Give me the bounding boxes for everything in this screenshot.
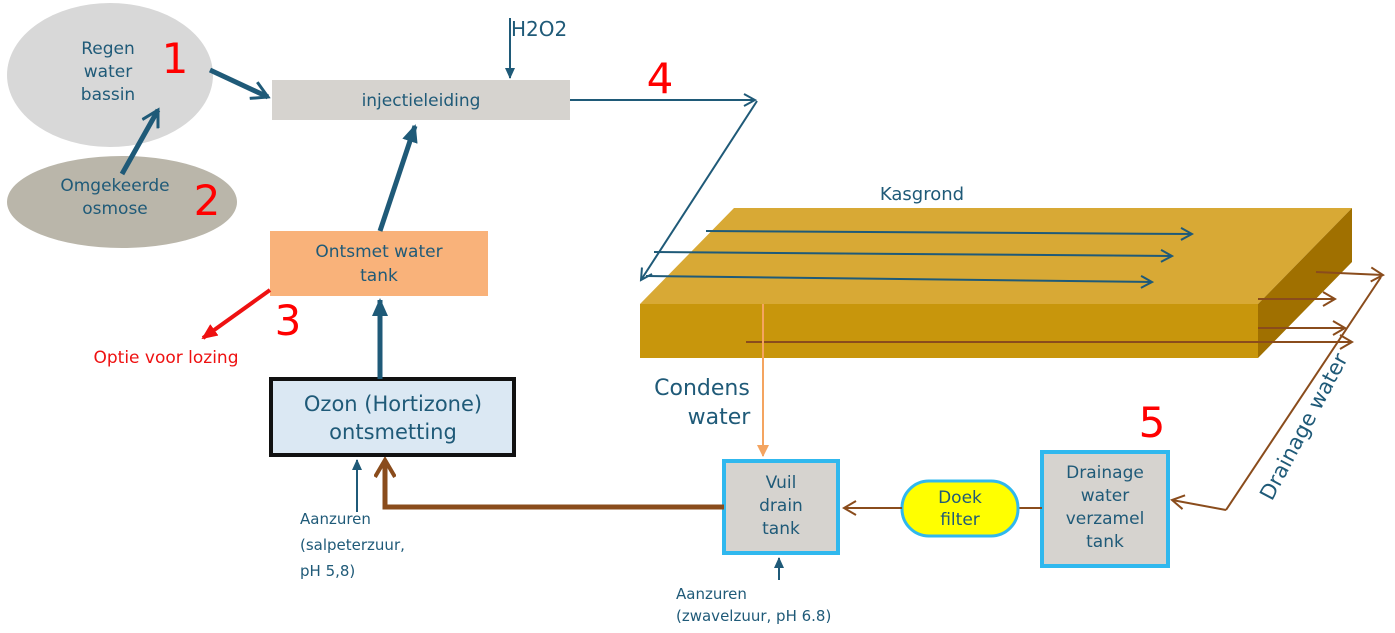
soil-pipe-arrow-1 bbox=[705, 231, 1192, 234]
ozone-label-2: ontsmetting bbox=[329, 420, 457, 444]
discharge-option-label: Optie voor lozing bbox=[93, 348, 238, 368]
osmosis-label-1: Omgekeerde bbox=[60, 176, 169, 196]
disinfected-water-tank-node: Ontsmet water tank bbox=[270, 231, 488, 296]
acidify-nitric-label-1: Aanzuren bbox=[300, 510, 371, 528]
drainage-tank-label-2: water bbox=[1081, 486, 1129, 506]
ozone-disinfection-node: Ozon (Hortizone) ontsmetting bbox=[269, 377, 516, 457]
cloth-filter-label-1: Doek bbox=[938, 488, 982, 508]
reverse-osmosis-node: Omgekeerde osmose bbox=[7, 156, 237, 248]
drainage-tank-label-4: tank bbox=[1086, 532, 1124, 552]
discharge-option-arrow bbox=[201, 288, 272, 340]
acidify-sulfuric-label-1: Aanzuren bbox=[676, 585, 747, 603]
ozone-label-1: Ozon (Hortizone) bbox=[304, 392, 482, 416]
basin-to-injection-arrow bbox=[208, 67, 268, 97]
dirty-drain-tank-node: Vuil drain tank bbox=[722, 459, 840, 555]
injection-pipe-node: injectieleiding bbox=[272, 80, 570, 120]
soil-pipe-arrow-3 bbox=[645, 276, 1152, 282]
drainage-into-tank-arrow bbox=[1170, 494, 1227, 511]
drain-outflow-arrow-top bbox=[1315, 266, 1385, 283]
step-number-1: 1 bbox=[162, 34, 189, 83]
rain-water-basin-node: Regen water bassin bbox=[7, 3, 213, 147]
greenhouse-soil-label: Kasgrond bbox=[880, 184, 964, 205]
cloth-filter-label-2: filter bbox=[940, 510, 980, 530]
drainage-water-label: Drainage water bbox=[1255, 349, 1353, 504]
drainage-collection-tank-node: Drainage water verzamel tank bbox=[1040, 450, 1170, 568]
drainage-tank-label-1: Drainage bbox=[1066, 463, 1144, 483]
acidify-sulfuric-label-2: (zwavelzuur, pH 6.8) bbox=[676, 607, 831, 625]
zigzag-down-arrow bbox=[641, 100, 758, 280]
disinfected-tank-to-injection-arrow bbox=[377, 124, 418, 232]
condens-water-label-1: Condens bbox=[654, 376, 750, 401]
osmosis-to-basin-arrow bbox=[119, 110, 161, 176]
rain-basin-label-3: bassin bbox=[81, 85, 135, 105]
dirty-tank-label-1: Vuil bbox=[766, 473, 797, 493]
step-number-4: 4 bbox=[647, 54, 674, 103]
step-number-2: 2 bbox=[194, 176, 221, 225]
dirty-tank-label-2: drain bbox=[759, 496, 803, 516]
drainage-tank-label-3: verzamel bbox=[1066, 509, 1145, 529]
cloth-filter-node: Doek filter bbox=[900, 479, 1020, 538]
osmosis-label-2: osmose bbox=[82, 199, 148, 219]
greenhouse-soil-slab bbox=[640, 208, 1352, 358]
dirty-tank-label-3: tank bbox=[762, 519, 800, 539]
condens-water-label-2: water bbox=[688, 405, 752, 430]
acidify-nitric-label-2: (salpeterzuur, bbox=[300, 536, 405, 554]
soil-pipe-arrow-2 bbox=[653, 252, 1172, 256]
step-number-3: 3 bbox=[275, 296, 302, 345]
dirty-tank-to-ozone-arrow bbox=[385, 460, 724, 510]
injection-pipe-label: injectieleiding bbox=[362, 91, 481, 111]
acidify-nitric-label-3: pH 5,8) bbox=[300, 562, 355, 580]
h2o2-label: H2O2 bbox=[511, 17, 567, 41]
rain-basin-label-2: water bbox=[84, 62, 132, 82]
disinfected-tank-label-1: Ontsmet water bbox=[315, 242, 442, 262]
drainage-return-line bbox=[1225, 276, 1382, 511]
step-number-5: 5 bbox=[1139, 398, 1166, 447]
rain-basin-label-1: Regen bbox=[81, 39, 135, 59]
disinfected-tank-label-2: tank bbox=[360, 266, 398, 286]
